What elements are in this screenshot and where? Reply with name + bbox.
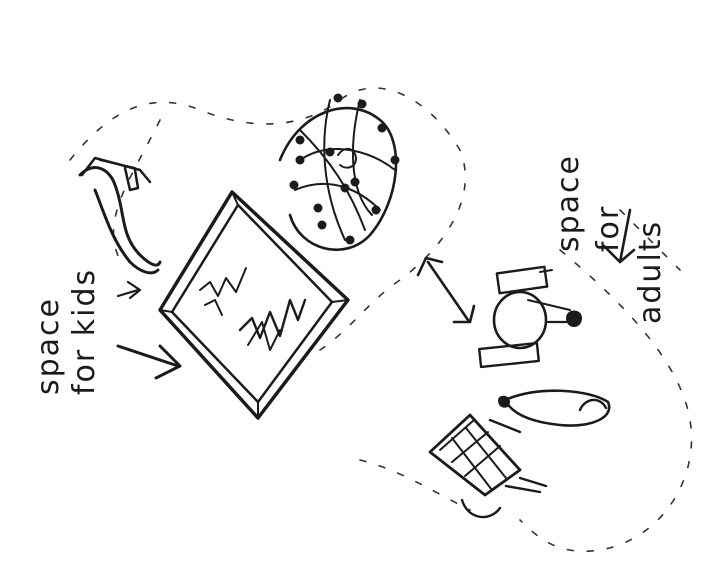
label-kids-line1: space (31, 297, 66, 395)
sightline-double-arrow (418, 258, 474, 322)
slide-sketch (80, 158, 160, 273)
label-adults-line1: space (551, 154, 586, 252)
label-space-for-adults: space for adults (551, 154, 668, 324)
climbing-dome-sketch (280, 94, 400, 250)
label-adults-line2: for (591, 205, 626, 252)
label-adults-line3: adults (633, 220, 668, 324)
kids-zone-boundary (70, 88, 465, 350)
label-space-for-kids: space for kids (31, 268, 102, 395)
bench-and-lounge-sketch (430, 391, 609, 517)
table-with-chairs-sketch (479, 267, 582, 367)
kids-arrows (118, 282, 180, 378)
label-kids-line2: for kids (67, 268, 102, 395)
